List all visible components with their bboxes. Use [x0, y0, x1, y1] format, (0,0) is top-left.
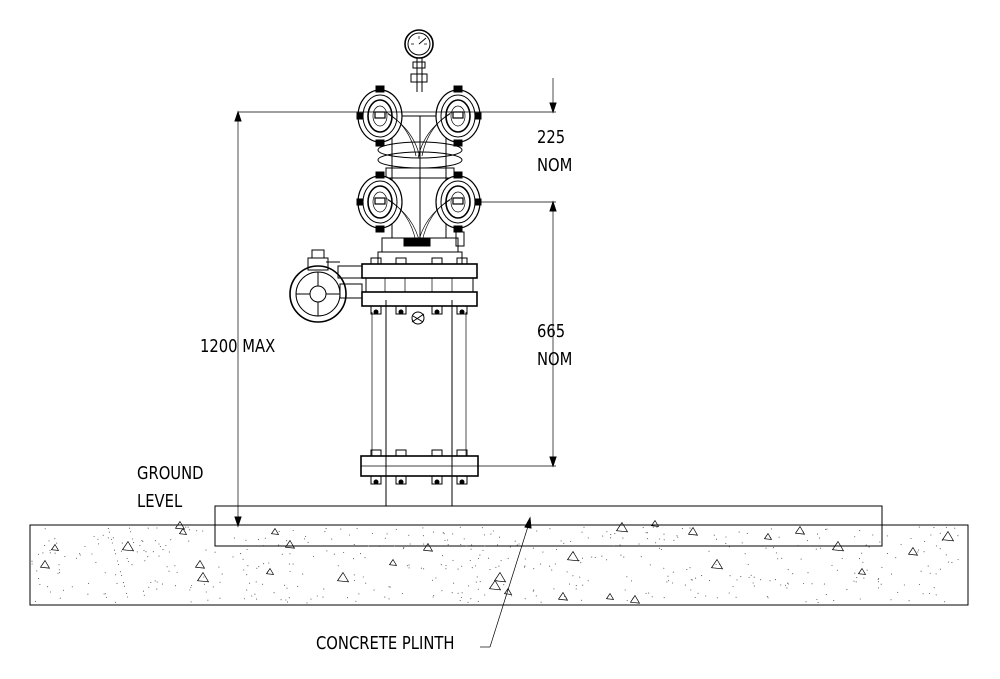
dimension-665-nom: NOM — [537, 349, 573, 370]
lower-flange-bolts — [370, 449, 468, 485]
pressure-gauge — [404, 29, 434, 92]
handwheel — [289, 249, 363, 323]
ground-level-label-line1: GROUND — [137, 463, 204, 484]
dimension-225-value: 225 — [537, 127, 566, 148]
concrete-stipple — [31, 526, 959, 604]
riser-pipe — [371, 300, 467, 506]
dimension-225 — [238, 78, 557, 114]
upper-flange-bolts — [370, 257, 468, 325]
valve-neck — [377, 231, 465, 265]
dimension-225-nom: NOM — [537, 155, 573, 176]
dimension-665 — [478, 200, 557, 468]
lower-flange — [360, 449, 479, 485]
landing-valve-outlets — [356, 85, 482, 245]
plinth-leader — [480, 516, 532, 648]
dimension-665-value: 665 — [537, 321, 566, 342]
ground-level-label-line2: LEVEL — [137, 491, 183, 512]
concrete-aggregate-marks — [39, 519, 955, 604]
dimension-1200 — [234, 110, 242, 528]
dimension-1200-value: 1200 MAX — [200, 336, 276, 357]
concrete-plinth-label: CONCRETE PLINTH — [316, 633, 455, 654]
concrete-plinth — [29, 505, 969, 606]
upper-valve-body — [361, 257, 478, 325]
